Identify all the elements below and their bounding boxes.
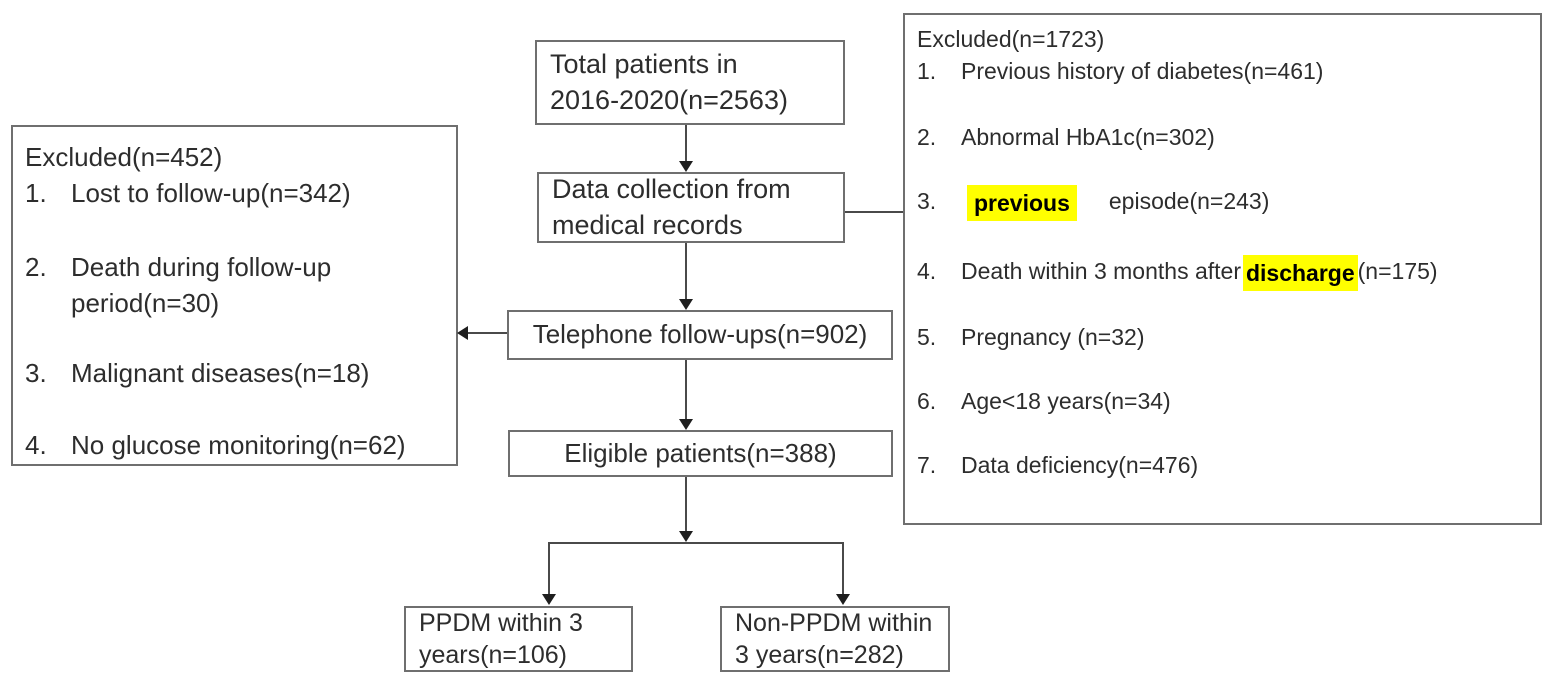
list-item: 3. previous episode(n=243): [917, 185, 1269, 221]
list-item: 1. Lost to follow-up(n=342): [25, 175, 351, 211]
item-text: Previous history of diabetes(n=461): [961, 58, 1324, 84]
item-text: (n=175): [1357, 258, 1438, 284]
list-item: 7. Data deficiency(n=476): [917, 449, 1198, 481]
item-number: 3.: [25, 358, 47, 388]
item-number: 2.: [25, 252, 47, 282]
left-excluded-title: Excluded(n=452): [25, 142, 223, 172]
right-excluded-list: Excluded(n=1723) 1. Previous history of …: [905, 15, 1540, 523]
highlighted-text: previous: [967, 185, 1077, 221]
data-collection-label: Data collection from medical records: [552, 174, 791, 240]
left-excluded-list: Excluded(n=452) 1. Lost to follow-up(n=3…: [13, 127, 456, 464]
list-item: 5. Pregnancy (n=32): [917, 321, 1144, 353]
highlighted-text: discharge: [1242, 255, 1358, 291]
connector-line: [685, 360, 687, 421]
item-text: Death within 3 months after: [961, 258, 1241, 284]
item-number: 1.: [917, 58, 937, 84]
item-text: No glucose monitoring(n=62): [71, 430, 406, 460]
item-number: 3.: [917, 188, 937, 214]
list-item: 3. Malignant diseases(n=18): [25, 355, 369, 391]
arrow-down-icon: [679, 161, 693, 172]
list-item: 4. Death within 3 months after discharge…: [917, 255, 1438, 291]
arrow-down-icon: [679, 419, 693, 430]
list-item: 1. Previous history of diabetes(n=461): [917, 55, 1323, 87]
item-number: 4.: [917, 258, 937, 284]
item-number: 7.: [917, 452, 937, 478]
ppdm-outcome-box: PPDM within 3 years(n=106): [404, 606, 633, 672]
arrow-down-icon: [542, 594, 556, 605]
total-patients-box: Total patients in 2016-2020(n=2563): [535, 40, 845, 125]
arrow-down-icon: [836, 594, 850, 605]
item-text: Age<18 years(n=34): [961, 388, 1171, 414]
connector-line: [548, 543, 550, 596]
data-collection-box: Data collection from medical records: [537, 172, 845, 243]
item-text: Death during follow-up period(n=30): [71, 252, 332, 318]
item-number: 5.: [917, 324, 937, 350]
item-number: 1.: [25, 178, 47, 208]
list-item: 2. Abnormal HbA1c(n=302): [917, 121, 1215, 153]
item-text: Data deficiency(n=476): [961, 452, 1199, 478]
non-ppdm-outcome-box: Non-PPDM within 3 years(n=282): [720, 606, 950, 672]
eligible-patients-box: Eligible patients(n=388): [508, 430, 893, 477]
item-text: episode(n=243): [1108, 188, 1270, 214]
right-excluded-box: Excluded(n=1723) 1. Previous history of …: [903, 13, 1542, 525]
item-text: Lost to follow-up(n=342): [71, 178, 351, 208]
connector-line: [685, 243, 687, 301]
right-excluded-title: Excluded(n=1723): [917, 26, 1105, 52]
item-number: 4.: [25, 430, 47, 460]
item-text: Malignant diseases(n=18): [71, 358, 370, 388]
item-text: Pregnancy (n=32): [961, 324, 1145, 350]
item-number: 6.: [917, 388, 937, 414]
list-item: 2. Death during follow-up period(n=30): [25, 249, 401, 321]
total-patients-label: Total patients in 2016-2020(n=2563): [550, 49, 788, 115]
list-item: 6. Age<18 years(n=34): [917, 385, 1171, 417]
connector-line: [685, 477, 687, 534]
left-excluded-box: Excluded(n=452) 1. Lost to follow-up(n=3…: [11, 125, 458, 466]
arrow-left-icon: [457, 326, 468, 340]
non-ppdm-outcome-label: Non-PPDM within 3 years(n=282): [735, 608, 933, 670]
item-text: Abnormal HbA1c(n=302): [961, 124, 1215, 150]
connector-line: [468, 332, 507, 334]
ppdm-outcome-label: PPDM within 3 years(n=106): [419, 608, 583, 670]
telephone-followups-label: Telephone follow-ups(n=902): [532, 319, 868, 350]
arrow-down-icon: [679, 531, 693, 542]
connector-line: [685, 125, 687, 162]
connector-line: [842, 543, 844, 596]
connector-line: [845, 211, 903, 213]
item-number: 2.: [917, 124, 937, 150]
arrow-down-icon: [679, 299, 693, 310]
list-item: 4. No glucose monitoring(n=62): [25, 427, 406, 463]
eligible-patients-label: Eligible patients(n=388): [564, 437, 837, 468]
telephone-followups-box: Telephone follow-ups(n=902): [507, 310, 893, 360]
split-connector-line: [548, 542, 844, 544]
